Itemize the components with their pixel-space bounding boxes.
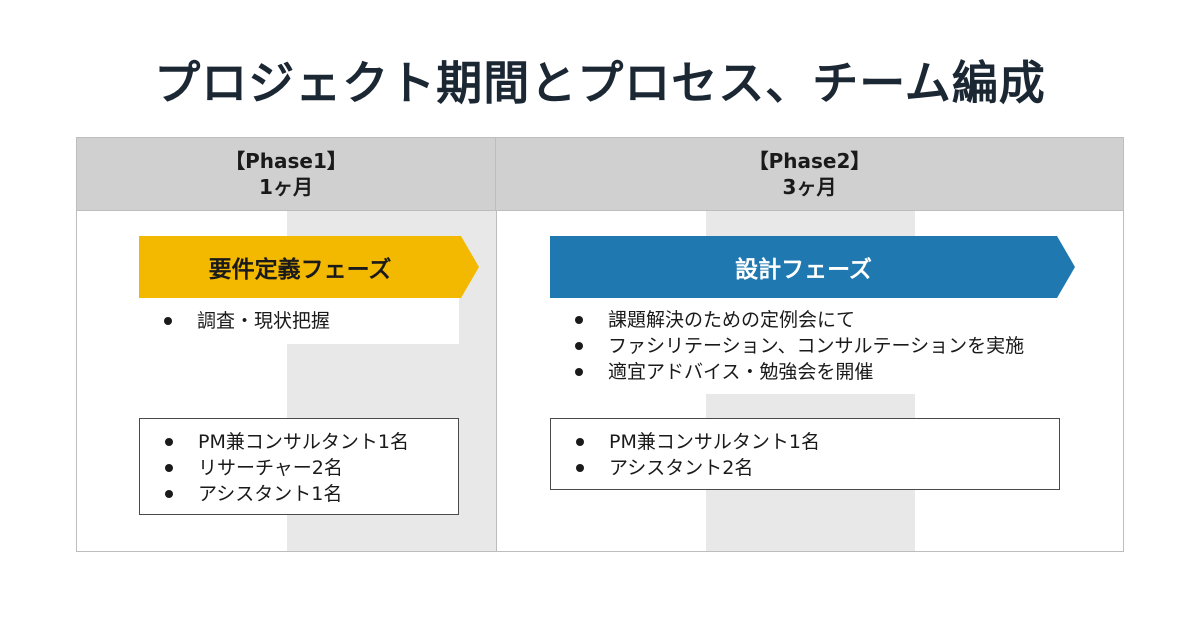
team-member-item: PM兼コンサルタント1名 (140, 429, 458, 455)
timeline-table: 【Phase1】 1ヶ月 【Phase2】 3ヶ月 要件定義フェーズ 設計フェー… (76, 137, 1124, 552)
bullet-icon (575, 316, 583, 324)
bullet-icon (576, 438, 584, 446)
activity-text: 課題解決のための定例会にて (608, 309, 856, 331)
team-member-item: アシスタント1名 (140, 481, 458, 507)
bullet-icon (575, 368, 583, 376)
bullet-icon (165, 464, 173, 472)
phase1-label: 【Phase1】 (225, 149, 347, 173)
phase2-label: 【Phase2】 (748, 149, 871, 173)
team-member-item: リサーチャー2名 (140, 455, 458, 481)
team-member-item: アシスタント2名 (551, 455, 1059, 481)
bullet-icon (575, 342, 583, 350)
team-member-text: リサーチャー2名 (198, 457, 343, 479)
activity-item: ファシリテーション、コンサルテーションを実施 (550, 333, 1030, 359)
requirements-phase-arrow: 要件定義フェーズ (139, 236, 479, 298)
phase1-header: 【Phase1】 1ヶ月 (77, 138, 496, 211)
design-phase-arrow: 設計フェーズ (550, 236, 1075, 298)
team-member-item: PM兼コンサルタント1名 (551, 429, 1059, 455)
bullet-icon (165, 438, 173, 446)
activity-text: 適宜アドバイス・勉強会を開催 (608, 361, 874, 383)
bullet-icon (164, 317, 172, 325)
phase1-team-box: PM兼コンサルタント1名 リサーチャー2名 アシスタント1名 (139, 418, 459, 515)
phase2-header: 【Phase2】 3ヶ月 (496, 138, 1123, 211)
phase2-team-box: PM兼コンサルタント1名 アシスタント2名 (550, 418, 1060, 490)
team-member-text: アシスタント2名 (609, 457, 754, 479)
activity-text: 調査・現状把握 (197, 310, 331, 332)
phase2-activities: 課題解決のための定例会にて ファシリテーション、コンサルテーションを実施 適宜ア… (550, 298, 1030, 394)
page-title: プロジェクト期間とプロセス、チーム編成 (154, 56, 1046, 110)
column-divider (496, 211, 497, 551)
activity-item: 課題解決のための定例会にて (550, 307, 1030, 333)
activity-item: 調査・現状把握 (139, 308, 459, 334)
bullet-icon (576, 464, 584, 472)
activity-item: 適宜アドバイス・勉強会を開催 (550, 359, 1030, 385)
phase2-duration: 3ヶ月 (782, 175, 837, 199)
team-member-text: アシスタント1名 (198, 483, 343, 505)
team-member-text: PM兼コンサルタント1名 (198, 431, 409, 453)
team-member-text: PM兼コンサルタント1名 (609, 431, 820, 453)
bullet-icon (165, 490, 173, 498)
activity-text: ファシリテーション、コンサルテーションを実施 (608, 335, 1025, 357)
phase1-duration: 1ヶ月 (259, 175, 313, 199)
phase1-activities: 調査・現状把握 (139, 298, 459, 344)
